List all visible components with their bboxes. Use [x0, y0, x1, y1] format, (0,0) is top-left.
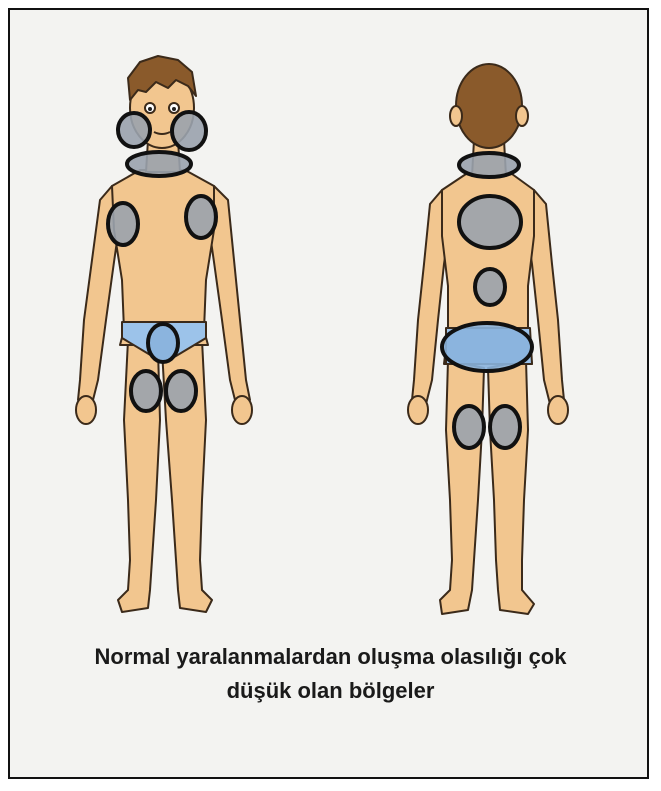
back-right-leg: [488, 360, 534, 614]
back-left-hand: [408, 396, 428, 424]
zone-front-left-chest: [108, 203, 138, 245]
back-left-leg: [440, 360, 484, 614]
zone-back-upper-back: [459, 196, 521, 248]
zone-front-right-chest: [186, 196, 216, 238]
zone-back-right-thigh: [490, 406, 520, 448]
front-left-hand: [76, 396, 96, 424]
zone-front-right-cheek: [172, 112, 206, 150]
zone-back-lower-back: [475, 269, 505, 305]
zone-back-neck: [459, 153, 519, 177]
front-right-hand: [232, 396, 252, 424]
back-head: [456, 64, 522, 148]
zone-front-groin: [148, 324, 178, 362]
back-right-hand: [548, 396, 568, 424]
caption-line-2: düşük olan bölgeler: [0, 674, 661, 708]
zone-front-left-thigh: [131, 371, 161, 411]
zone-back-left-thigh: [454, 406, 484, 448]
zone-front-left-cheek: [118, 113, 150, 147]
caption-line-1: Normal yaralanmalardan oluşma olasılığı …: [0, 640, 661, 674]
zone-front-right-thigh: [166, 371, 196, 411]
zone-front-neck: [127, 152, 191, 176]
zone-back-buttocks: [442, 323, 532, 371]
caption: Normal yaralanmalardan oluşma olasılığı …: [0, 640, 661, 708]
